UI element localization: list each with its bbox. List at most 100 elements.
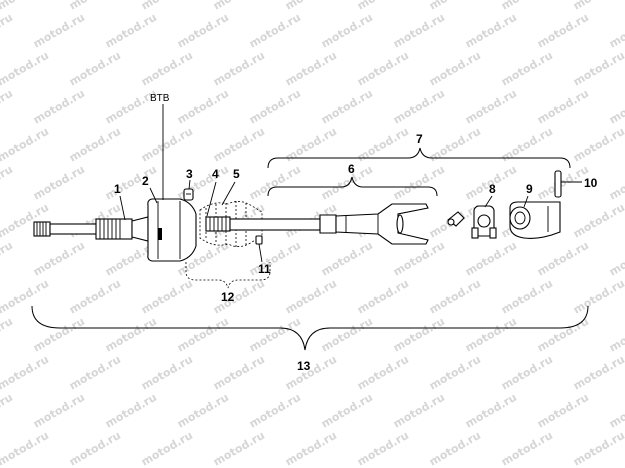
watermark-text: motod.ru	[571, 201, 625, 241]
watermark-text: motod.ru	[391, 87, 447, 127]
watermark-text: motod.ru	[355, 125, 411, 165]
watermark-text: motod.ru	[571, 353, 625, 393]
watermark-text: motod.ru	[67, 353, 123, 393]
watermark-text: motod.ru	[283, 353, 339, 393]
label-12: 12	[221, 290, 235, 304]
watermark-text: motod.ru	[463, 315, 519, 355]
watermark-text: motod.ru	[0, 11, 15, 51]
watermark-text: motod.ru	[427, 429, 483, 468]
watermark-text: motod.ru	[247, 163, 303, 203]
label-1: 1	[114, 182, 121, 196]
watermark-text: motod.ru	[139, 277, 195, 317]
watermark-text: motod.ru	[607, 87, 625, 127]
watermark-text: motod.ru	[283, 49, 339, 89]
label-11: 11	[258, 262, 271, 276]
watermark-text: motod.ru	[283, 0, 339, 13]
part-11-clamp	[255, 235, 263, 245]
watermark-text: motod.ru	[391, 239, 447, 279]
watermark-text: motod.ru	[283, 125, 339, 165]
watermark-text: motod.ru	[607, 391, 625, 431]
part-6-slip-yoke	[335, 203, 429, 245]
watermark-text: motod.ru	[211, 353, 267, 393]
watermark-text: motod.ru	[571, 0, 625, 13]
watermark-text: motod.ru	[0, 315, 15, 355]
watermark-text: motod.ru	[499, 125, 555, 165]
watermark-text: motod.ru	[607, 11, 625, 51]
label-13: 13	[297, 359, 311, 373]
watermark-text: motod.ru	[67, 49, 123, 89]
watermark-text: motod.ru	[31, 239, 87, 279]
watermark-text: motod.ru	[283, 429, 339, 468]
watermark-text: motod.ru	[247, 239, 303, 279]
leader-lines	[119, 104, 582, 263]
part-10-pin	[554, 170, 562, 198]
watermark-text: motod.ru	[247, 11, 303, 51]
watermark-text: motod.ru	[0, 239, 15, 279]
watermark-text: motod.ru	[211, 429, 267, 468]
watermark-text: motod.ru	[67, 429, 123, 468]
labels: BTB 1 2 3 4 5 6 7 8 9 10 11 12 13	[114, 93, 598, 373]
watermark-text: motod.ru	[283, 277, 339, 317]
watermark-text: motod.ru	[427, 49, 483, 89]
watermark-text: motod.ru	[211, 277, 267, 317]
watermark-text: motod.ru	[211, 49, 267, 89]
watermark-text: motod.ru	[571, 125, 625, 165]
watermark-text: motod.ru	[67, 277, 123, 317]
watermark-text: motod.ru	[31, 11, 87, 51]
watermark-text: motod.ru	[247, 391, 303, 431]
watermark-text: motod.ru	[499, 353, 555, 393]
watermark-text: motod.ru	[139, 49, 195, 89]
watermark-text: motod.ru	[499, 49, 555, 89]
watermark-text: motod.ru	[31, 163, 87, 203]
watermark-text: motod.ru	[427, 125, 483, 165]
watermark-text: motod.ru	[139, 125, 195, 165]
label-8: 8	[489, 182, 496, 196]
part-2-cv-joint-housing	[147, 198, 197, 262]
label-btb: BTB	[150, 93, 170, 104]
watermark-text: motod.ru	[319, 239, 375, 279]
watermark-text: motod.ru	[103, 163, 159, 203]
watermark-text: motod.ru	[319, 87, 375, 127]
watermark-text: motod.ru	[427, 353, 483, 393]
part-1-stub-shaft	[33, 216, 149, 242]
watermark-text: motod.ru	[103, 11, 159, 51]
watermark-text: motod.ru	[103, 315, 159, 355]
watermark-text: motod.ru	[31, 87, 87, 127]
part-9-yoke	[509, 201, 561, 239]
watermark-text: motod.ru	[31, 391, 87, 431]
watermark-text: motod.ru	[0, 49, 51, 89]
bracket-7	[267, 147, 571, 169]
watermark-text: motod.ru	[0, 277, 51, 317]
watermark-text: motod.ru	[319, 315, 375, 355]
watermark-text: motod.ru	[139, 0, 195, 13]
watermark-text: motod.ru	[355, 0, 411, 13]
watermark-text: motod.ru	[535, 163, 591, 203]
watermark-text: motod.ru	[67, 125, 123, 165]
label-5: 5	[233, 167, 240, 181]
watermark-text: motod.ru	[463, 391, 519, 431]
watermark-text: motod.ru	[355, 429, 411, 468]
watermark-text: motod.ru	[391, 391, 447, 431]
part-3-clamp	[183, 188, 194, 201]
bracket-13	[31, 305, 589, 351]
watermark-text: motod.ru	[175, 391, 231, 431]
watermark-text: motod.ru	[463, 239, 519, 279]
label-6: 6	[348, 162, 355, 176]
watermark-text: motod.ru	[499, 277, 555, 317]
watermark-text: motod.ru	[499, 429, 555, 468]
watermark-text: motod.ru	[103, 391, 159, 431]
watermark-text: motod.ru	[463, 11, 519, 51]
watermark-text: motod.ru	[0, 353, 51, 393]
watermark-text: motod.ru	[0, 391, 15, 431]
watermark-text: motod.ru	[535, 11, 591, 51]
watermark-text: motod.ru	[607, 239, 625, 279]
watermark-text: motod.ru	[319, 391, 375, 431]
watermark-text: motod.ru	[571, 429, 625, 468]
watermark-text: motod.ru	[427, 277, 483, 317]
bracket-12	[185, 262, 271, 289]
watermark-text: motod.ru	[139, 353, 195, 393]
label-4: 4	[212, 167, 219, 181]
watermark-text: motod.ru	[427, 0, 483, 13]
